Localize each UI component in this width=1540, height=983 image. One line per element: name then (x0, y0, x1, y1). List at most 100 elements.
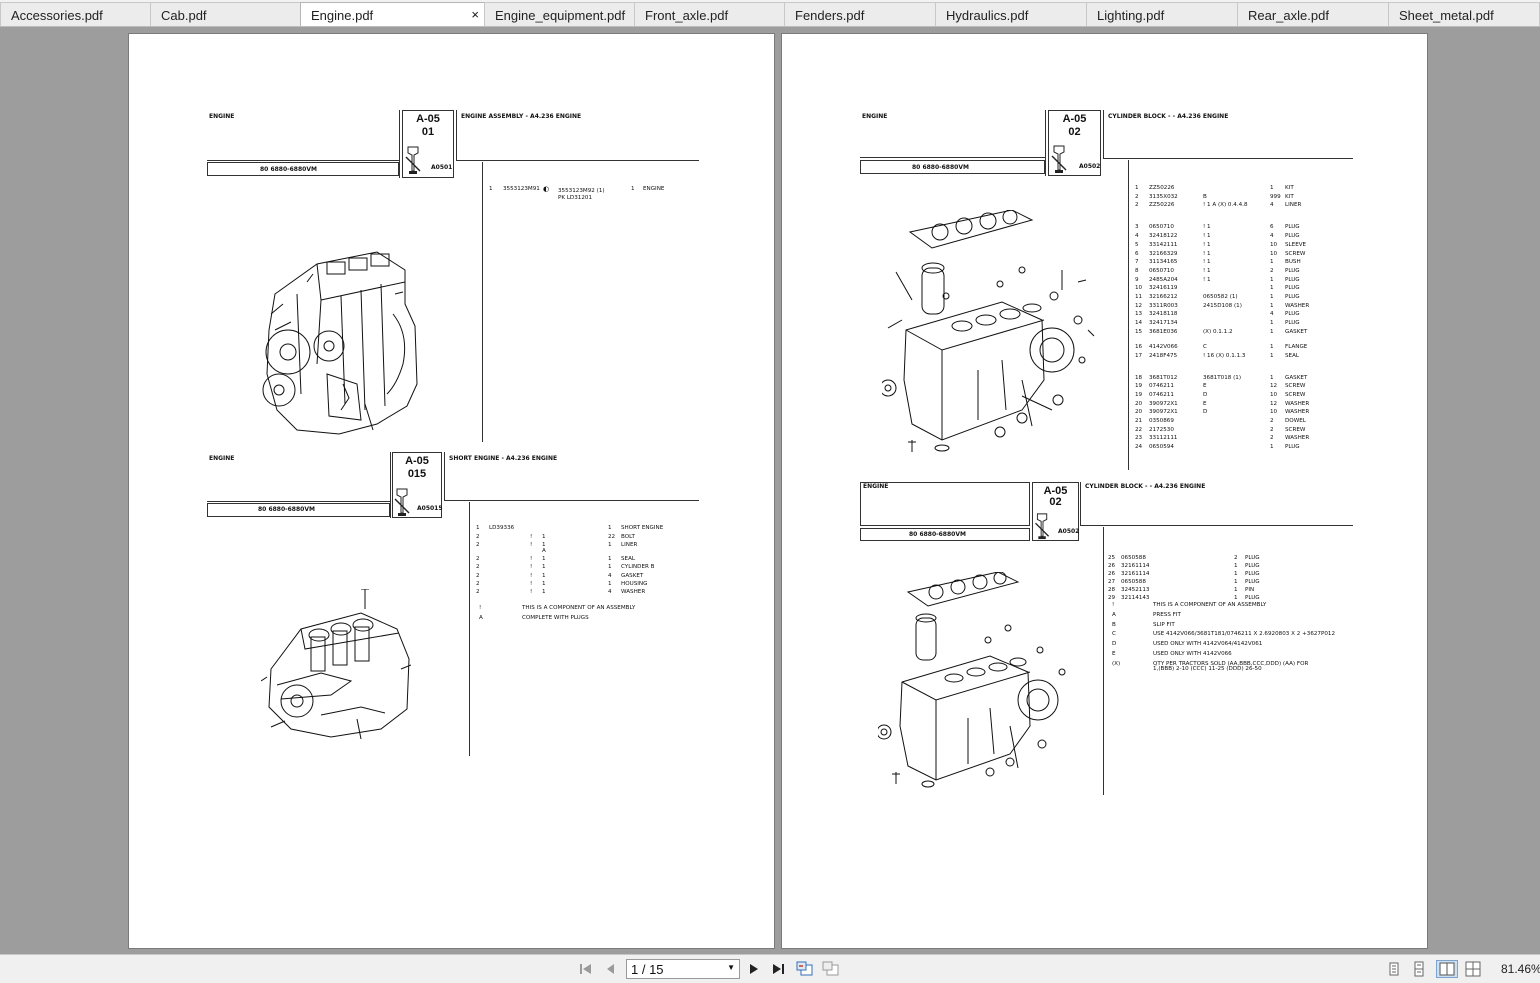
next-page-icon (750, 964, 758, 974)
go-forward-view-button[interactable] (822, 961, 839, 977)
section-code: A-05 (416, 113, 440, 125)
section-group-label: ENGINE (863, 483, 889, 490)
tab-fenders[interactable]: Fenders.pdf (784, 2, 937, 26)
zoom-level[interactable]: 81.46% (1501, 962, 1540, 976)
next-page-button[interactable] (746, 961, 762, 977)
close-tab-icon[interactable]: × (471, 7, 479, 22)
list-item: (X)QTY PER TRACTORS SOLD (AA,BBB,CCC,DDD… (1112, 660, 1309, 667)
list-item: !THIS IS A COMPONENT OF AN ASSEMBLY (1112, 602, 1267, 608)
hand-pointer-icon (1034, 512, 1052, 545)
previous-page-icon (607, 964, 614, 974)
single-page-icon (1389, 962, 1399, 976)
model-range: 80 6880-6880VM (260, 166, 317, 173)
forward-view-icon (822, 961, 839, 976)
tab-lighting[interactable]: Lighting.pdf (1086, 2, 1239, 26)
tab-label: Engine.pdf (311, 8, 374, 23)
section-number: 01 (421, 126, 435, 138)
tab-cab[interactable]: Cab.pdf (150, 2, 302, 26)
section-title: ENGINE ASSEMBLY - A4.236 ENGINE (461, 113, 582, 120)
pdf-page-2: ENGINE 80 6880-6880VM A-05 02 A0502 CYLI… (781, 33, 1428, 949)
tab-engine-equipment[interactable]: Engine_equipment.pdf (484, 2, 636, 26)
continuous-page-icon (1414, 961, 1424, 977)
tab-label: Rear_axle.pdf (1248, 8, 1329, 23)
facing-view-button[interactable] (1436, 960, 1458, 978)
back-view-icon (796, 961, 813, 976)
last-page-button[interactable] (771, 961, 787, 977)
page-number-input[interactable]: 1 / 15 ▼ (626, 959, 740, 979)
cylinder-block-exploded-illustration (876, 571, 1083, 802)
tab-rear-axle[interactable]: Rear_axle.pdf (1237, 2, 1390, 26)
illustration-ref: A0502 (1079, 163, 1101, 170)
tab-label: Sheet_metal.pdf (1399, 8, 1494, 23)
section-number: 015 (407, 468, 427, 480)
tab-label: Accessories.pdf (11, 8, 103, 23)
tab-label: Lighting.pdf (1097, 8, 1165, 23)
continuous-facing-view-button[interactable] (1465, 961, 1481, 977)
section-title: CYLINDER BLOCK - - A4.236 ENGINE (1108, 113, 1229, 120)
section-group-label: ENGINE (862, 113, 888, 120)
hand-pointer-icon (394, 487, 412, 522)
continuous-view-button[interactable] (1411, 961, 1427, 977)
section-group-label: ENGINE (209, 113, 235, 120)
single-page-view-button[interactable] (1386, 961, 1402, 977)
tab-sheet-metal[interactable]: Sheet_metal.pdf (1388, 2, 1540, 26)
tab-hydraulics[interactable]: Hydraulics.pdf (935, 2, 1088, 26)
tab-label: Fenders.pdf (795, 8, 865, 23)
section-group-label: ENGINE (209, 455, 235, 462)
section-number: 02 (1049, 496, 1062, 508)
section-code-box (1048, 110, 1101, 176)
previous-page-button[interactable] (603, 961, 619, 977)
tab-bar: Accessories.pdf Cab.pdf Engine.pdf × Engine_… (0, 0, 1540, 27)
tab-engine[interactable]: Engine.pdf × (300, 2, 486, 26)
section-code-box (392, 452, 442, 518)
tab-accessories[interactable]: Accessories.pdf (0, 2, 152, 26)
first-page-button[interactable] (578, 961, 594, 977)
list-item: 1 3553123M91 ◐ 3553123M92 (1) PK LD31201… (489, 185, 665, 201)
chevron-down-icon[interactable]: ▼ (727, 963, 735, 972)
go-back-view-button[interactable] (796, 961, 813, 977)
section-code-box (402, 110, 454, 178)
section-number: 02 (1068, 126, 1081, 138)
tab-label: Front_axle.pdf (645, 8, 729, 23)
illustration-ref: A0501 (431, 164, 453, 171)
short-engine-illustration (260, 588, 412, 744)
cylinder-block-exploded-illustration (879, 209, 1107, 465)
engine-assembly-illustration (257, 234, 427, 444)
facing-pages-icon (1439, 962, 1455, 976)
tab-front-axle[interactable]: Front_axle.pdf (634, 2, 786, 26)
illustration-ref: A0502 (1058, 528, 1080, 535)
